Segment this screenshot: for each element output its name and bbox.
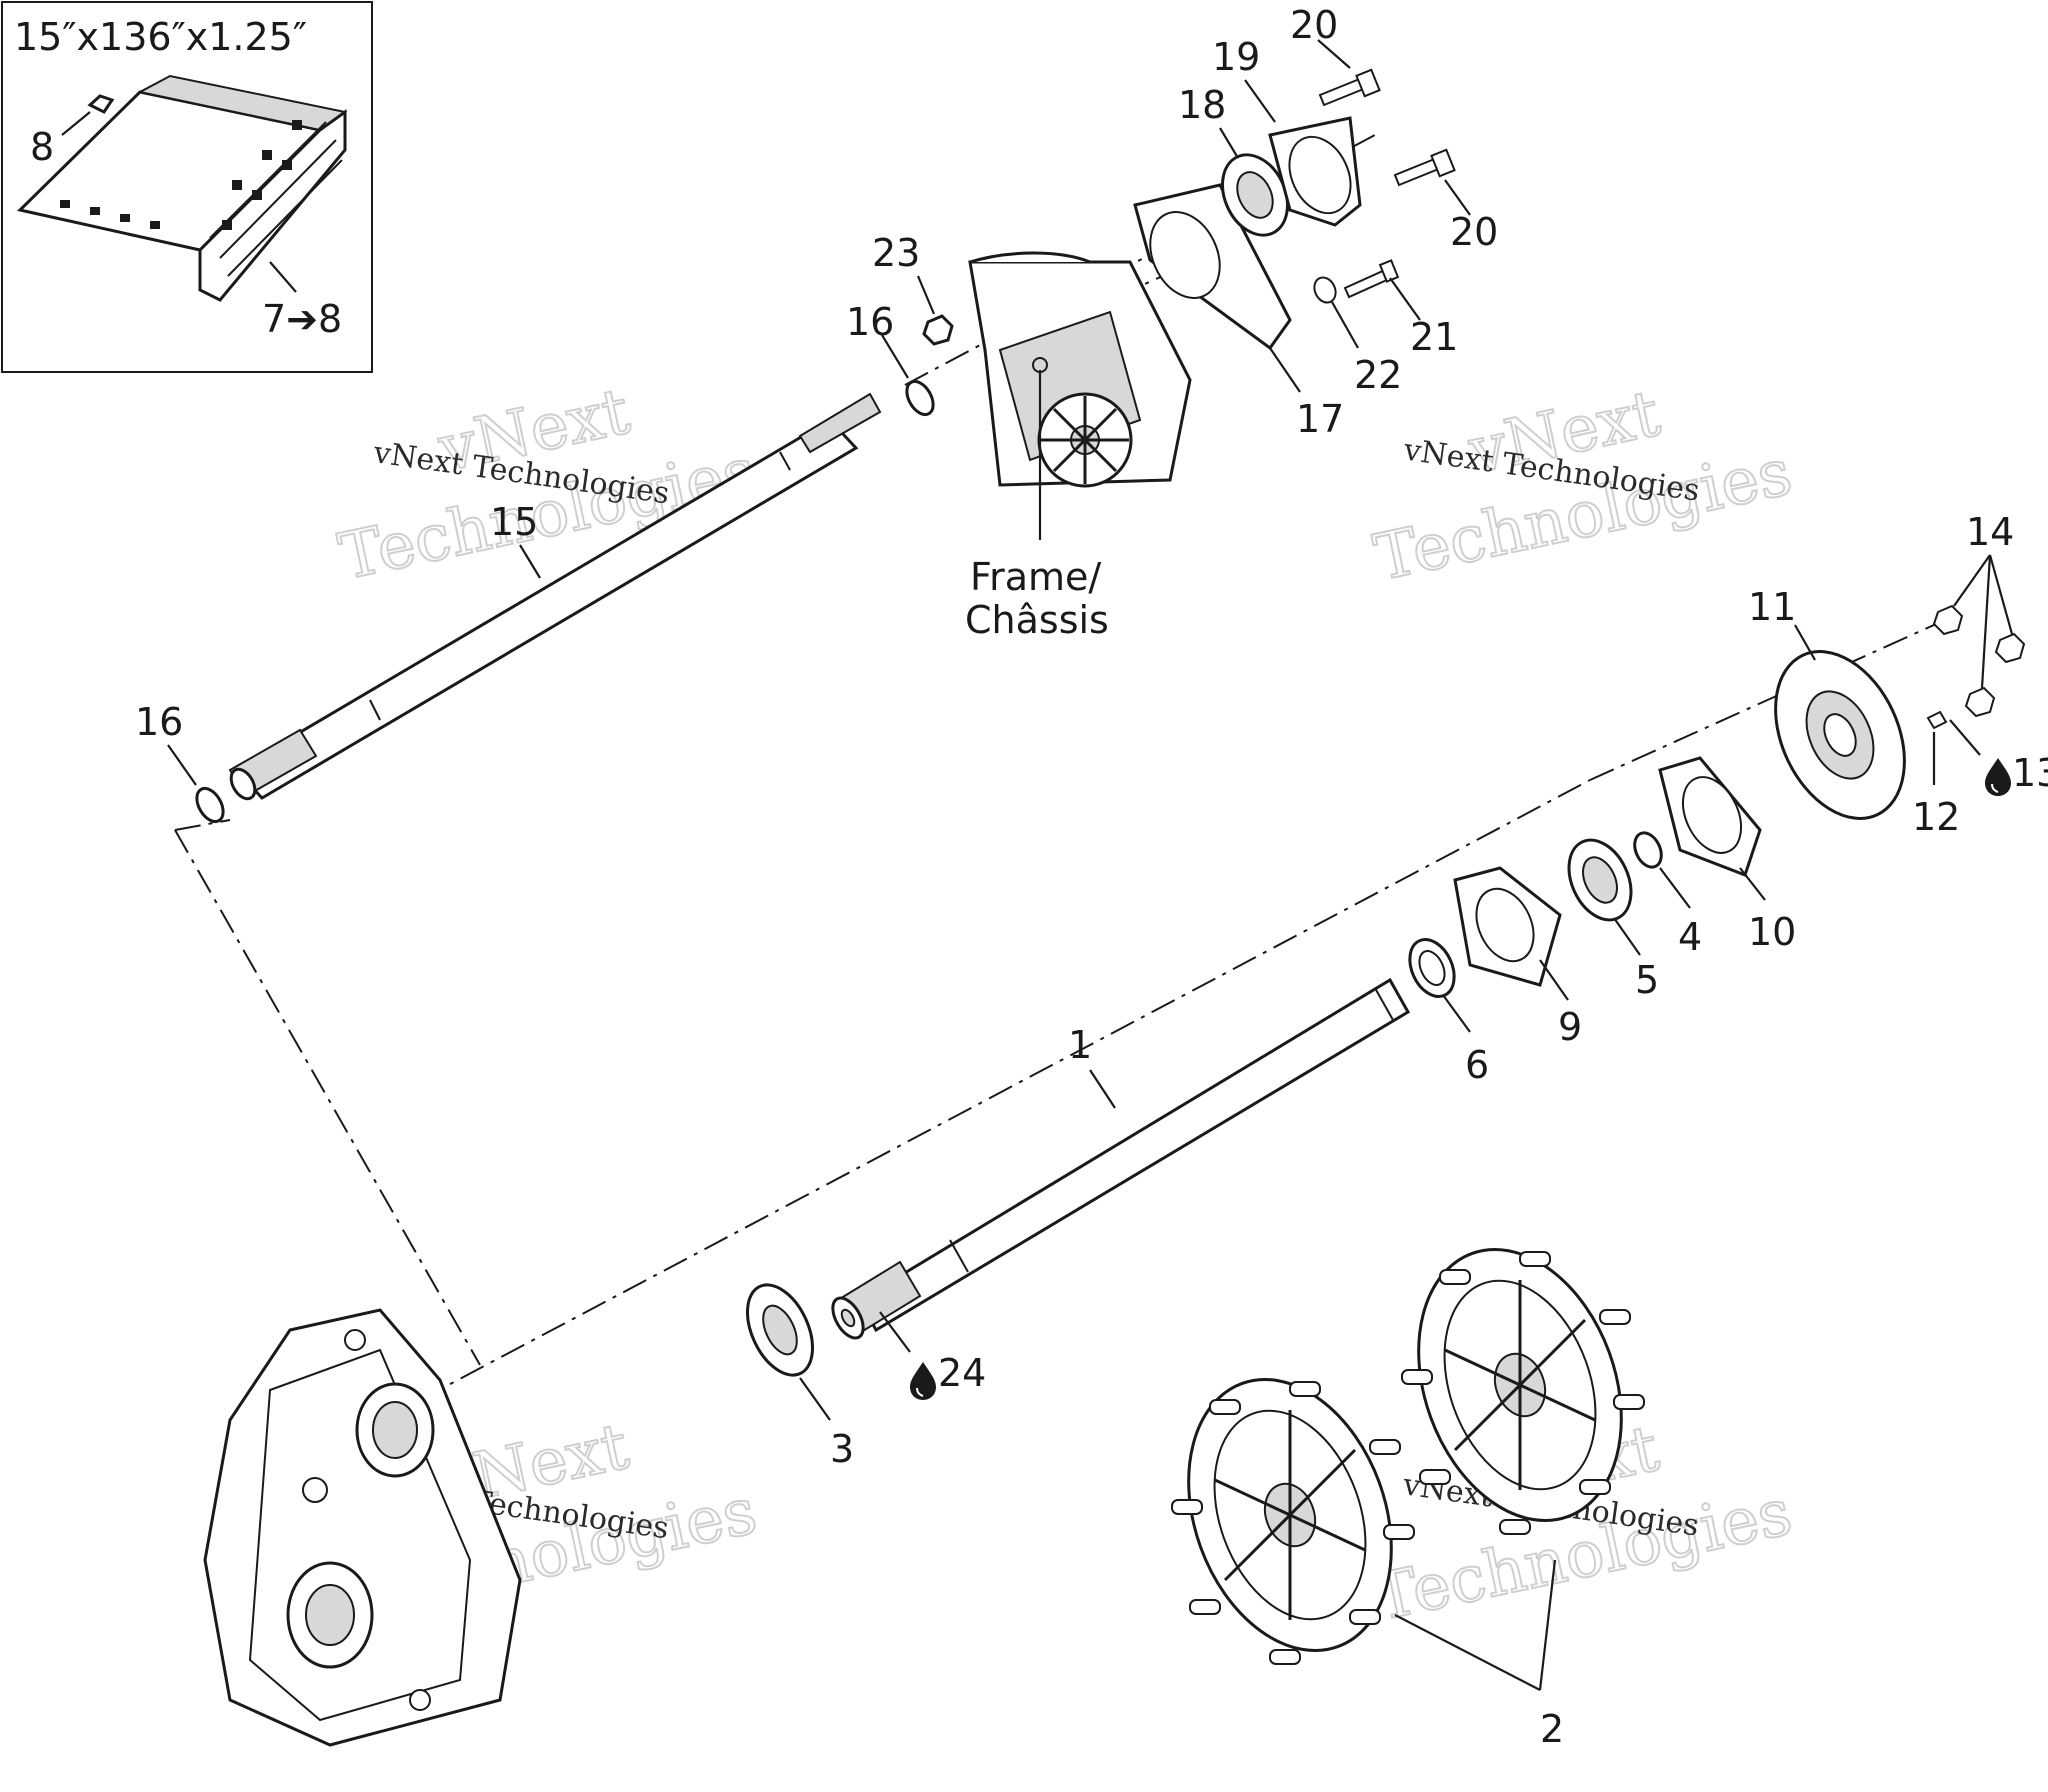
seal-3 [746,1283,814,1377]
leader-7 [269,261,297,293]
flange-19 [1268,116,1362,227]
callout-1: 1 [1068,1023,1092,1067]
leader-15 [519,544,541,579]
bearing-5 [1567,838,1633,922]
belt-inset-box [1,1,373,373]
ring-4 [1633,831,1663,869]
callout-8: 8 [30,125,54,169]
bearing-18 [1221,153,1289,237]
callout-7: 7➔8 [262,297,342,341]
plate-10 [1658,756,1762,877]
callout-19: 19 [1212,35,1260,79]
oil-drop-icon-13 [1985,758,2011,796]
bearing-housing-11 [1774,650,1906,820]
lube-ref-13: 13 [2012,751,2048,795]
callout-3: 3 [830,1427,854,1471]
callout-12: 12 [1912,795,1960,839]
upper-drive-shaft [228,392,882,801]
bolt-20-lower [1393,148,1456,187]
callout-21: 21 [1410,315,1458,359]
callout-16-upper: 16 [846,300,894,344]
centerline-upper-shaft [904,134,1376,386]
callout-16-lower: 16 [135,700,183,744]
drive-sprocket-right [1401,1247,1645,1535]
chaincase-housing [203,1308,522,1747]
callout-11: 11 [1748,585,1796,629]
centerline-left [174,829,481,1366]
drive-sprocket-left [1171,1377,1415,1665]
frame-label-line1: Frame/ [970,555,1101,599]
frame-chassis-drawing [968,251,1192,488]
oil-drop-icon [910,1362,936,1400]
track-belt-drawing [16,74,348,302]
callout-17: 17 [1296,397,1344,441]
callout-20-lower: 20 [1450,210,1498,254]
callout-10: 10 [1748,910,1796,954]
callout-9: 9 [1558,1005,1582,1049]
lube-ref-24: 24 [938,1351,986,1395]
centerline-lower-shaft [419,779,1591,1401]
callout-4: 4 [1678,915,1702,959]
seal-ring-6 [1408,938,1456,998]
callout-6: 6 [1465,1043,1489,1087]
frame-label-line2: Châssis [965,598,1109,642]
callout-2: 2 [1540,1707,1564,1751]
grease-fitting-12 [1926,710,1948,730]
callout-18: 18 [1178,83,1226,127]
callout-22: 22 [1354,353,1402,397]
belt-spec-label: 15″x136″x1.25″ [14,15,307,59]
o-ring-16-lower [195,786,225,824]
callout-20-upper: 20 [1290,3,1338,47]
bearing-plate-17 [1133,183,1292,351]
callout-23: 23 [872,231,920,275]
callout-5: 5 [1635,958,1659,1002]
bolt-20-upper [1318,68,1381,107]
leader-8 [61,111,91,136]
lower-drive-shaft [831,977,1411,1340]
o-ring-16-upper [905,379,935,417]
nuts-14 [1932,604,2026,718]
nut-23 [922,314,954,346]
washer-22 [1313,276,1337,304]
bolt-21 [1343,259,1400,299]
callout-15: 15 [490,500,538,544]
callout-14: 14 [1966,510,2014,554]
bearing-flange-9 [1453,866,1562,987]
